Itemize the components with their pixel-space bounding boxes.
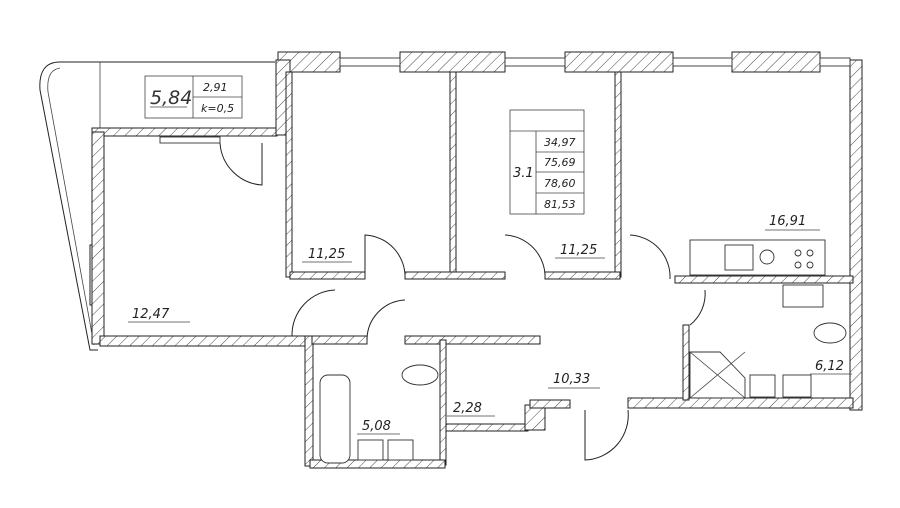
room-area-bathroom-1: 5,08 — [362, 419, 391, 434]
summary-value: 78,60 — [544, 177, 576, 190]
stove-icon — [794, 249, 814, 269]
room-area-storage: 2,28 — [453, 401, 482, 416]
balcony-info-box: 5,84 2,91 k=0,5 — [144, 75, 243, 119]
kitchen-sink-icon — [724, 244, 754, 271]
doors — [219, 142, 706, 461]
sink-icon — [749, 374, 776, 398]
toilet-icon — [813, 322, 847, 344]
windows — [159, 57, 851, 144]
balcony-area-reduced: 2,91 — [203, 81, 228, 94]
room-area-kitchen: 16,91 — [769, 214, 806, 229]
cabinet — [782, 374, 812, 398]
room-area-bedroom-2: 11,25 — [560, 243, 597, 258]
apartment-summary-box: 3.1 34,97 75,69 78,60 81,53 — [509, 109, 585, 215]
summary-value: 34,97 — [544, 136, 576, 149]
apartment-number: 3.1 — [513, 166, 534, 181]
summary-value: 81,53 — [544, 198, 576, 211]
balcony-coefficient: k=0,5 — [201, 102, 234, 115]
fixtures — [319, 239, 847, 464]
summary-value: 75,69 — [544, 156, 576, 169]
sink-icon — [357, 439, 384, 461]
kitchen-counter — [689, 239, 826, 276]
room-area-living-room: 12,47 — [132, 307, 170, 322]
bathtub-icon — [319, 374, 351, 464]
room-area-hallway: 10,33 — [553, 372, 590, 387]
room-area-bedroom-1: 11,25 — [308, 247, 345, 262]
room-labels: 12,47 11,25 11,25 16,91 10,33 5,08 2,28 … — [128, 214, 852, 435]
mixer-icon — [759, 249, 775, 265]
washing-machine-icon — [782, 284, 824, 308]
toilet-icon — [401, 364, 439, 386]
sink-icon — [387, 439, 414, 461]
room-area-bathroom-2: 6,12 — [815, 359, 844, 374]
balcony-area: 5,84 — [150, 87, 192, 109]
